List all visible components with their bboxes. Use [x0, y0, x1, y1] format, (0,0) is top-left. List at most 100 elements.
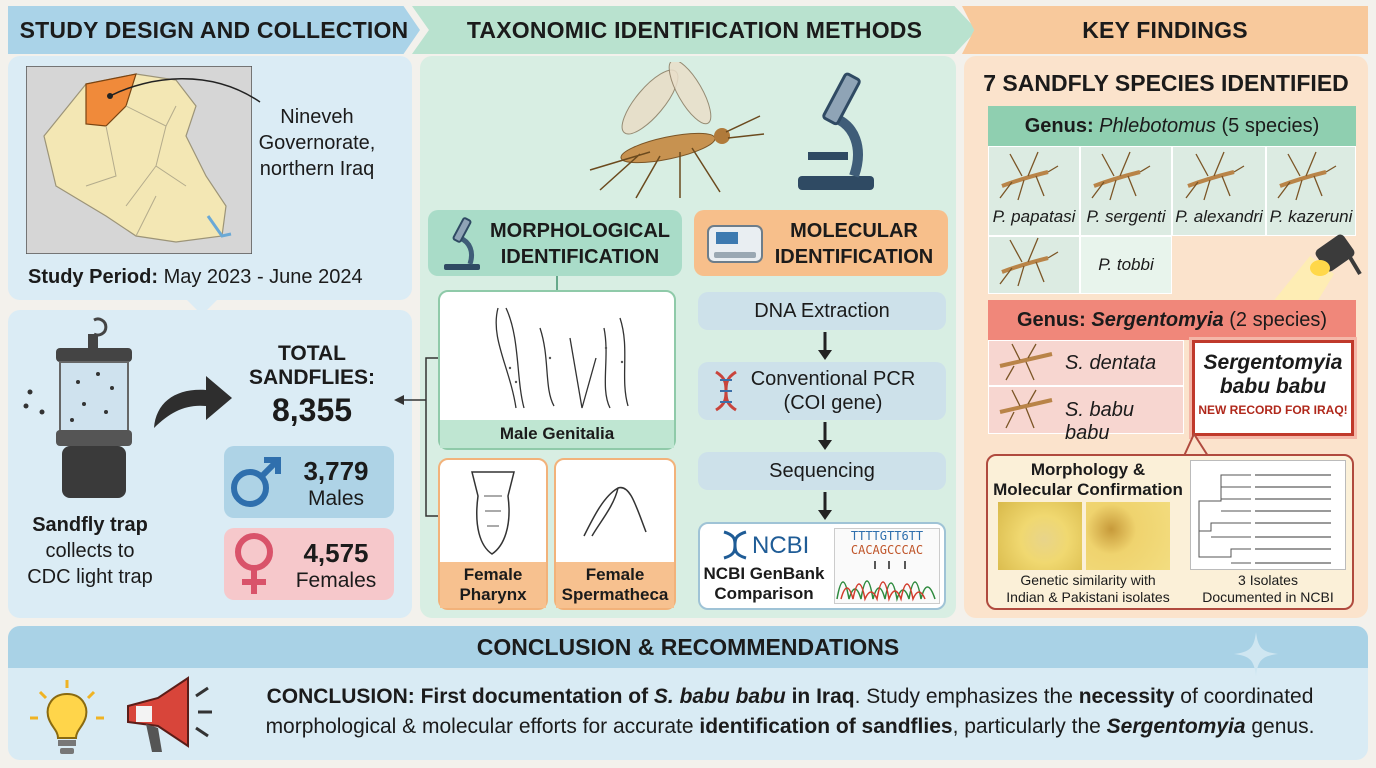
dna-icon	[715, 370, 737, 412]
genus-sergentomyia-header: Genus: Sergentomyia (2 species)	[988, 300, 1356, 340]
header-study-design: STUDY DESIGN AND COLLECTION	[8, 6, 420, 54]
morph-connector	[556, 276, 558, 290]
study-period-value: May 2023 - June 2024	[163, 266, 363, 288]
confirm-caption-1: Genetic similarity with	[1020, 572, 1156, 588]
header-study-design-text: STUDY DESIGN AND COLLECTION	[19, 16, 409, 43]
step-dna-extraction: DNA Extraction	[698, 292, 946, 330]
location-line-2: Governorate,	[258, 132, 376, 154]
map-pointer-line	[110, 78, 261, 103]
location-line-1: Nineveh	[280, 106, 354, 128]
females-value: 4,575	[303, 538, 369, 568]
pcr-line-2: (COI gene)	[783, 392, 883, 414]
location-label: Nineveh Governorate, northern Iraq	[244, 104, 390, 182]
morph-title-2: IDENTIFICATION	[500, 246, 660, 268]
phylo-tree-drawing	[1198, 474, 1331, 564]
species-name: P. papatasi	[992, 207, 1076, 226]
total-sandflies: TOTAL SANDFLIES: 8,355	[234, 342, 390, 429]
chromatogram-trace	[836, 561, 936, 602]
ncbi-label: NCBI GenBank Comparison	[702, 564, 826, 604]
isolates-line-1: 3 Isolates	[1238, 572, 1298, 588]
microscope-icon	[798, 72, 874, 190]
mol-title: MOLECULAR IDENTIFICATION	[766, 218, 942, 270]
males-label: Males	[307, 487, 365, 510]
confirm-title-2: Molecular Confirmation	[993, 480, 1183, 499]
conclusion-t3: in Iraq	[785, 685, 855, 708]
header-taxonomic-methods: TAXONOMIC IDENTIFICATION METHODS	[412, 6, 977, 54]
male-symbol-icon	[231, 457, 281, 507]
females-label: Females	[295, 569, 377, 592]
confirmation-caption: Genetic similarity with Indian & Pakista…	[990, 572, 1186, 606]
study-period-label: Study Period:	[28, 266, 159, 288]
trap-line-1: Sandfly trap	[32, 514, 148, 536]
sparkle-icon	[1234, 632, 1278, 676]
species-cell-babu: S. babu babu	[988, 386, 1184, 444]
location-line-3: northern Iraq	[259, 158, 375, 180]
sandfly-thumbnails	[998, 150, 1338, 288]
conclusion-header-text: CONCLUSION & RECOMMENDATIONS	[476, 633, 900, 660]
female-spermatheca-label: Female Spermatheca	[556, 562, 674, 608]
species-name: P. tobbi	[1098, 255, 1154, 274]
pharynx-drawing	[471, 471, 515, 555]
isolates-caption: 3 Isolates Documented in NCBI	[1190, 572, 1346, 606]
conclusion-t6: of coordinated	[1174, 685, 1314, 708]
mol-title-2: IDENTIFICATION	[774, 246, 934, 268]
species-cell-kazeruni: P. kazeruni	[1266, 146, 1356, 236]
highlight-name-2: babu babu	[1219, 375, 1327, 398]
males-value: 3,779	[303, 456, 369, 486]
ncbi-label-1: NCBI GenBank	[703, 564, 825, 583]
species-cell-tobbi-image	[988, 236, 1080, 294]
morph-microscope-icon	[444, 217, 480, 270]
ncbi-logo-icon	[723, 530, 747, 560]
sandfly-icon	[589, 62, 765, 199]
step-pcr: Conventional PCR (COI gene)	[698, 362, 946, 420]
conclusion-t7: morphological & molecular efforts for ac…	[265, 715, 700, 738]
total-label-2: SANDFLIES:	[249, 366, 375, 389]
conclusion-t5: necessity	[1078, 685, 1175, 708]
header-taxonomic-methods-text: TAXONOMIC IDENTIFICATION METHODS	[466, 16, 923, 43]
bracket-arrow	[394, 357, 438, 517]
confirmation-title: Morphology & Molecular Confirmation	[990, 460, 1186, 500]
conclusion-t11: genus.	[1245, 715, 1315, 738]
chromatogram: TTTTGTT6TT CACAGCCCAC	[834, 528, 940, 604]
trap-label: Sandfly trap collects to CDC light trap	[18, 512, 162, 590]
new-record-box: Sergentomyia babu babu NEW RECORD FOR IR…	[1192, 340, 1354, 436]
flow-arrow-3	[818, 492, 832, 522]
ncbi-logo-text: NCBI	[752, 532, 810, 559]
trap-line-3: CDC light trap	[27, 566, 153, 588]
ncbi-label-2: Comparison	[714, 584, 814, 603]
species-name: S. babu babu	[1065, 399, 1134, 444]
conclusion-t2: S. babu babu	[653, 685, 786, 708]
total-value: 8,355	[271, 392, 353, 428]
male-genitalia-drawing	[495, 307, 629, 409]
header-key-findings-text: KEY FINDINGS	[1082, 16, 1248, 43]
megaphone-icon	[127, 676, 212, 752]
genus1-prefix: Genus:	[1024, 114, 1094, 137]
study-period: Study Period: May 2023 - June 2024	[28, 266, 363, 289]
spermatheca-line-2: Spermatheca	[561, 585, 669, 604]
species-count-title: 7 SANDFLY SPECIES IDENTIFIED	[983, 70, 1349, 96]
species-cell-alexandri: P. alexandri	[1172, 146, 1266, 236]
conclusion-t9: , particularly the	[952, 715, 1107, 738]
female-pharynx-label: Female Pharynx	[440, 562, 546, 608]
flow-arrow-2	[818, 422, 832, 452]
mol-title-1: MOLECULAR	[790, 220, 918, 242]
total-label-1: TOTAL	[277, 342, 347, 365]
genus-phlebotomus-header: Genus: Phlebotomus (5 species)	[988, 106, 1356, 146]
callout-pointer	[1183, 432, 1209, 457]
conclusion-t10: Sergentomyia	[1106, 715, 1246, 738]
conclusion-t8: identification of sandflies	[699, 715, 953, 738]
species-name: P. kazeruni	[1269, 207, 1353, 226]
species-cell-tobbi: P. tobbi	[1080, 236, 1172, 294]
seq-bottom-text: CACAGCCCAC	[850, 543, 924, 557]
curved-arrow-icon	[154, 376, 232, 428]
male-genitalia-label: Male Genitalia	[440, 420, 674, 448]
males-text: 3,779 Males	[284, 456, 388, 511]
spermatheca-line-1: Female	[585, 565, 645, 584]
micrograph-2	[1086, 502, 1170, 570]
seq-top-text: TTTTGTT6TT	[850, 529, 924, 543]
flow-arrow-1	[818, 332, 832, 362]
genus1-suffix: (5 species)	[1221, 114, 1320, 137]
trap-line-2: collects to	[45, 540, 135, 562]
conclusion-t4: . Study emphasizes the	[854, 685, 1079, 708]
genus2-suffix: (2 species)	[1229, 308, 1328, 331]
